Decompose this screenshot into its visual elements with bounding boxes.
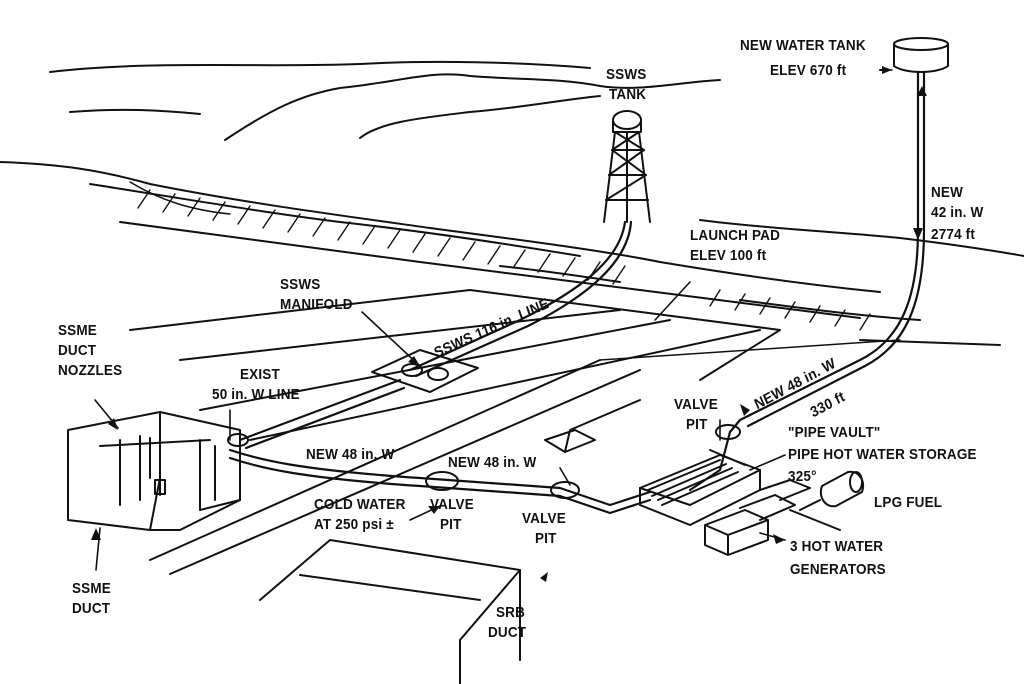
label-elev-670: ELEV 670 ft: [770, 62, 847, 79]
label-valve-pit-low-2: PIT: [535, 530, 557, 547]
label-ssme-nozzles-2: DUCT: [58, 342, 97, 359]
label-valve-pit-right-1: VALVE: [674, 396, 718, 413]
ssme-duct-structure: [67, 411, 241, 531]
label-new-48-mid: NEW 48 in. W: [448, 454, 537, 471]
label-exist-2: 50 in. W LINE: [212, 386, 300, 403]
label-new-48-left: NEW 48 in. W: [306, 446, 395, 463]
label-lpg-fuel: LPG FUEL: [874, 494, 943, 511]
label-srb-duct-1: SRB: [496, 604, 526, 621]
pipe-vault: [639, 449, 761, 526]
label-exist-1: EXIST: [240, 366, 280, 383]
arrowheads: [91, 66, 927, 582]
label-new-42-1: NEW: [931, 184, 964, 201]
label-launch-pad-2: ELEV 100 ft: [690, 247, 767, 264]
label-ssws-tank-2: TANK: [609, 86, 647, 103]
label-ssme-duct-1: SSME: [72, 580, 111, 597]
label-pipe-hot-storage: PIPE HOT WATER STORAGE: [788, 446, 977, 463]
label-ssme-duct-2: DUCT: [72, 600, 111, 617]
label-hot-water-gen-1: 3 HOT WATER: [790, 538, 884, 555]
valve-pits: [227, 349, 741, 499]
hot-water-generators: [704, 479, 841, 556]
embankment-hatching: [137, 189, 871, 331]
label-valve-pit-mid-2: PIT: [440, 516, 462, 533]
srb-duct-structure: [259, 539, 521, 684]
label-cold-water-1: COLD WATER: [314, 496, 406, 513]
label-launch-pad-1: LAUNCH PAD: [690, 227, 781, 244]
new-water-tank: [879, 37, 949, 73]
ssws-tank-tower: [603, 110, 651, 223]
label-ssws-tank-1: SSWS: [606, 66, 647, 83]
label-valve-pit-low-1: VALVE: [522, 510, 566, 527]
label-new-42-2: 42 in. W: [931, 204, 984, 221]
label-ssws-manifold-2: MANIFOLD: [280, 296, 353, 313]
label-cold-water-2: AT 250 psi ±: [314, 516, 394, 533]
label-new-42-3: 2774 ft: [931, 226, 976, 243]
label-ssme-nozzles-1: SSME: [58, 322, 97, 339]
label-hot-water-gen-2: GENERATORS: [790, 561, 886, 578]
pad-surface: [129, 289, 1001, 575]
label-ssws-manifold-1: SSWS: [280, 276, 321, 293]
hills: [0, 60, 1024, 321]
label-new-water-tank: NEW WATER TANK: [740, 37, 866, 54]
label-srb-duct-2: DUCT: [488, 624, 527, 641]
label-ssme-nozzles-3: NOZZLES: [58, 362, 123, 379]
label-temp-325: 325°: [788, 468, 817, 485]
label-pipe-vault: "PIPE VAULT": [788, 424, 881, 441]
lpg-fuel-tank: [799, 470, 864, 511]
label-valve-pit-mid-1: VALVE: [430, 496, 474, 513]
label-valve-pit-right-2: PIT: [686, 416, 708, 433]
pipes: [228, 70, 926, 515]
